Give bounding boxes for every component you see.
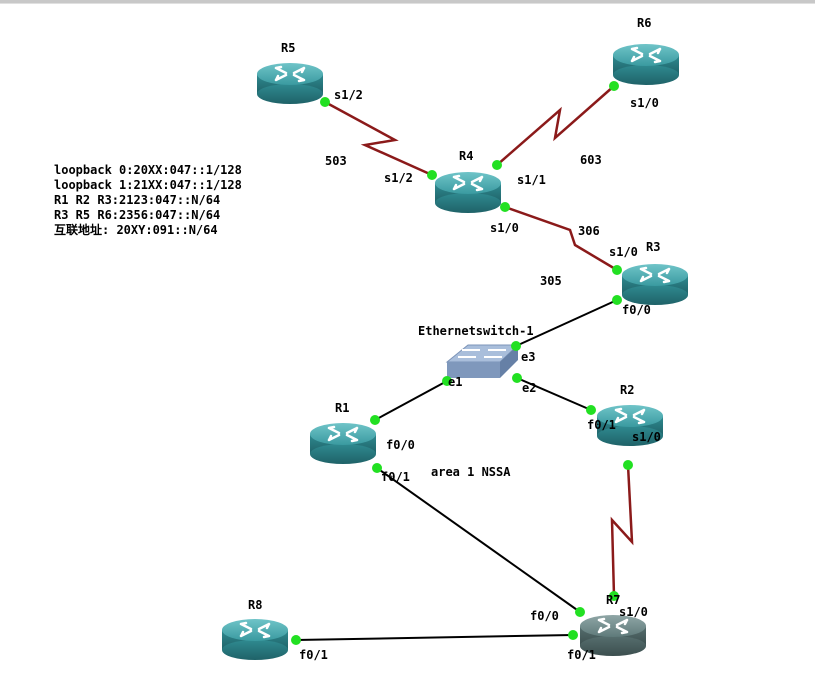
port-r3-f0-0[interactable] [612,295,622,305]
switch-arrows-icon [458,349,506,358]
ethernet-link-sw-r1[interactable] [374,380,448,421]
link-label-503: 503 [325,154,347,168]
if-r2-f0-1: f0/1 [587,418,616,432]
port-r2-s1-0[interactable] [623,460,633,470]
port-r7-f0-1[interactable] [568,630,578,640]
area-label: area 1 NSSA [431,465,511,479]
if-r3-f0-0: f0/0 [622,303,651,317]
port-r4-s1-0[interactable] [500,202,510,212]
label-r5: R5 [281,41,295,55]
if-r2-s1-0: s1/0 [632,430,661,444]
router-icon [220,617,290,662]
if-r7-f0-0: f0/0 [530,609,559,623]
if-r5-s1-2: s1/2 [334,88,363,102]
label-r4: R4 [459,149,473,163]
port-r3-s1-0[interactable] [612,265,622,275]
link-label-306: 306 [578,224,600,238]
if-r8-f0-1: f0/1 [299,648,328,662]
router-r1[interactable] [308,421,378,466]
router-icon [308,421,378,466]
port-dots [291,81,633,645]
note-line: 互联地址: 20XY:091::N/64 [54,223,218,237]
port-r4-s1-1[interactable] [492,160,502,170]
router-r6[interactable] [611,42,681,87]
serial-link-r6-r4[interactable] [496,85,615,166]
port-r7-s1-0[interactable] [609,591,619,601]
if-sw-e1: e1 [448,375,462,389]
label-r3: R3 [646,240,660,254]
ethernet-link-r8-r7[interactable] [295,634,574,641]
router-r8[interactable] [220,617,290,662]
port-sw-e2[interactable] [512,373,522,383]
label-r8: R8 [248,598,262,612]
if-sw-e3: e3 [521,350,535,364]
router-icon [255,61,325,106]
if-r7-f0-1: f0/1 [567,648,596,662]
port-r5-s1-2[interactable] [320,97,330,107]
if-sw-e2: e2 [522,381,536,395]
port-r1-f0-1[interactable] [372,463,382,473]
port-r7-f0-0[interactable] [575,607,585,617]
router-icon [620,262,690,307]
note-line: R3 R5 R6:2356:047::N/64 [54,208,221,222]
ethernet-link-r1-r7[interactable] [376,467,581,613]
if-r4-s1-1: s1/1 [517,173,546,187]
port-r6-s1-0[interactable] [609,81,619,91]
port-r2-f0-1[interactable] [586,405,596,415]
port-r4-s1-2[interactable] [427,170,437,180]
serial-link-r2-r7[interactable] [610,464,634,597]
note-line: loopback 1:21XX:047::1/128 [54,178,242,192]
link-label-603: 603 [580,153,602,167]
router-r4[interactable] [433,170,503,215]
label-r2: R2 [620,383,634,397]
ethernet-link-sw-r2[interactable] [516,377,592,411]
links [295,85,634,641]
if-r6-s1-0: s1/0 [630,96,659,110]
if-r4-s1-0: s1/0 [490,221,519,235]
label-r6: R6 [637,16,651,30]
router-icon [611,42,681,87]
link-label-305: 305 [540,274,562,288]
port-sw-e1[interactable] [442,376,452,386]
if-r3-s1-0: s1/0 [609,245,638,259]
serial-link-r4-r3[interactable] [504,205,618,272]
router-r5[interactable] [255,61,325,106]
note-line: R1 R2 R3:2123:047::N/64 [54,193,221,207]
ethernet-switch-1[interactable] [445,344,520,378]
port-r8-f0-1[interactable] [291,635,301,645]
window-top-border [0,0,815,4]
if-r4-s1-2: s1/2 [384,171,413,185]
serial-link-r5-r4[interactable] [324,100,433,177]
label-r7: R7 [606,593,620,607]
if-r1-f0-0: f0/0 [386,438,415,452]
label-r1: R1 [335,401,349,415]
port-r1-f0-0[interactable] [370,415,380,425]
label-switch: Ethernetswitch-1 [418,324,534,338]
router-r3[interactable] [620,262,690,307]
if-r7-s1-0: s1/0 [619,605,648,619]
port-sw-e3[interactable] [511,341,521,351]
if-r1-f0-1: f0/1 [381,470,410,484]
ethernet-link-r3-sw[interactable] [515,299,618,347]
note-line: loopback 0:20XX:047::1/128 [54,163,242,177]
router-icon [433,170,503,215]
